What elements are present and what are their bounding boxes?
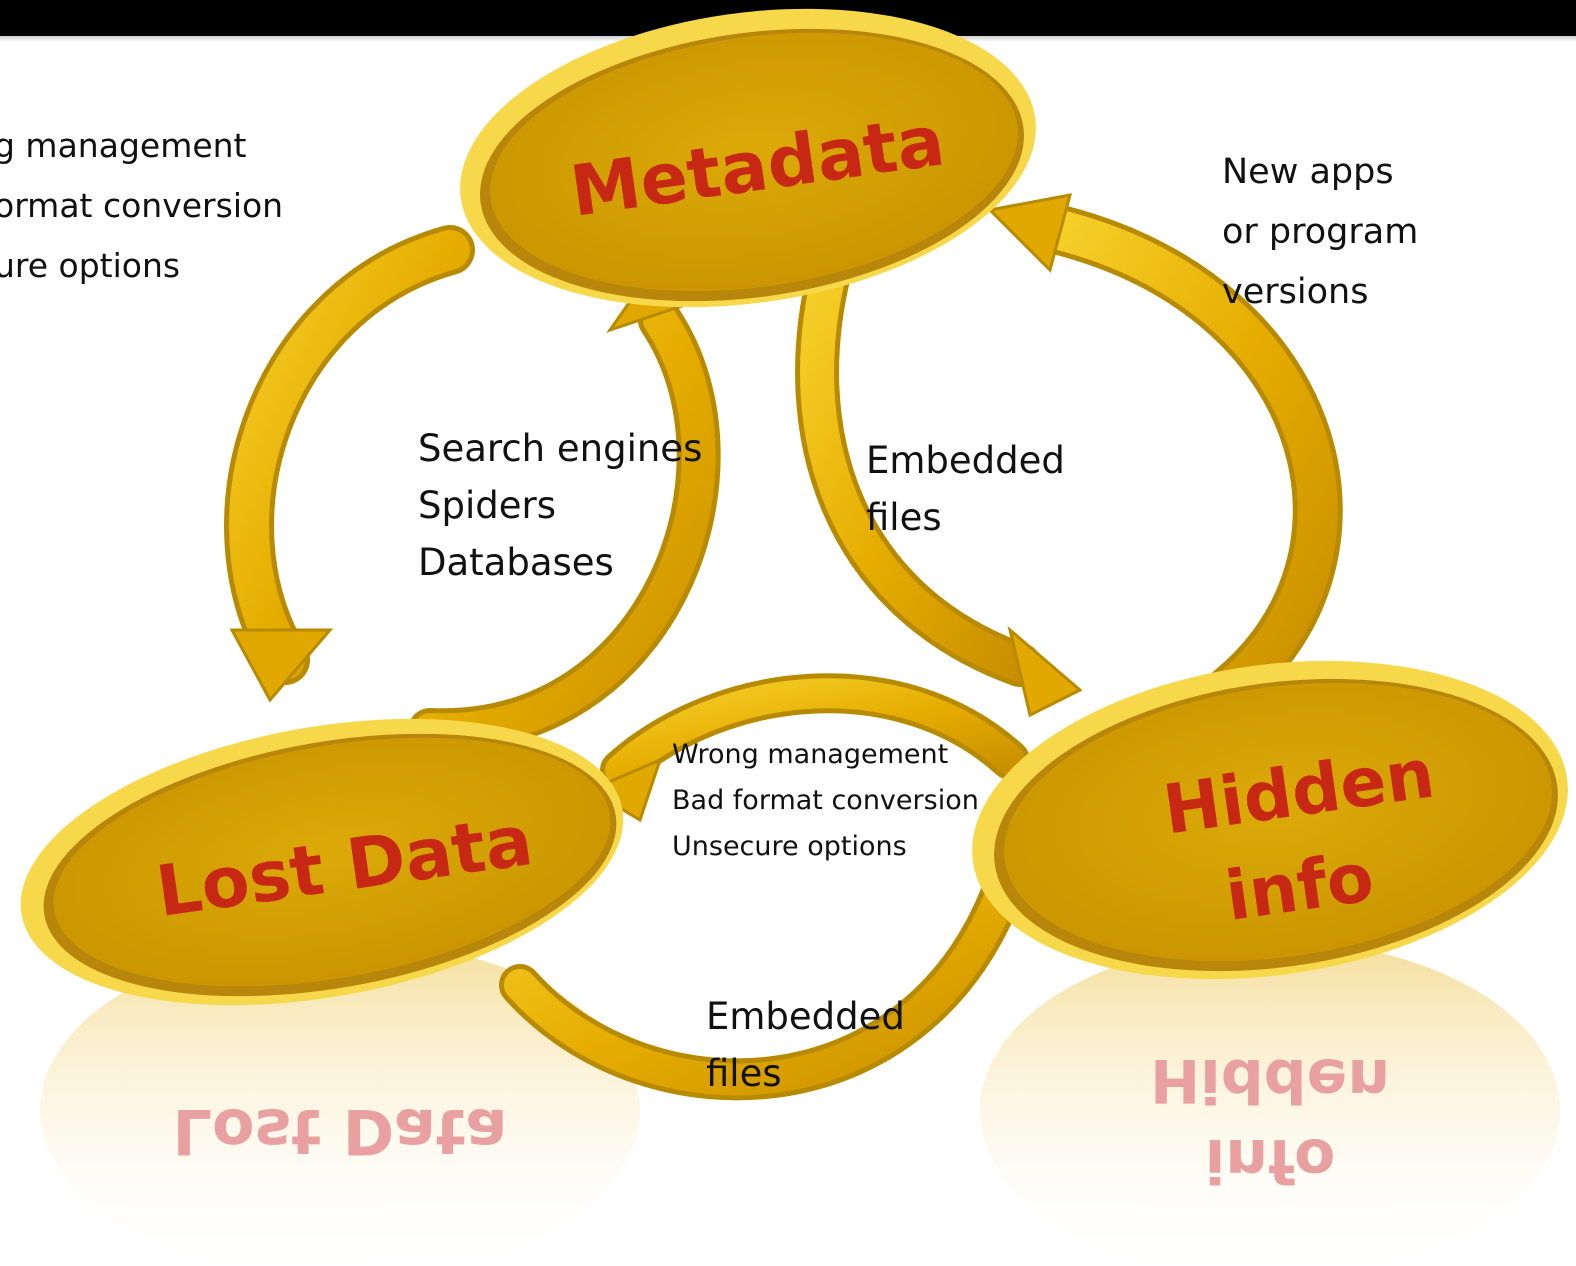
arrow-hidden-info-to-metadata	[986, 193, 1343, 715]
label-search-engines: Search engines Spiders Databases	[418, 420, 702, 591]
label-line: Databases	[418, 541, 614, 584]
label-line: Unsecure options	[672, 831, 907, 862]
reflection-hidden-info-text-1: info	[1205, 1125, 1336, 1195]
label-line: New apps	[1222, 152, 1394, 192]
label-embedded-files-bottom: Embedded files	[706, 988, 905, 1102]
label-line: g management	[0, 126, 247, 165]
label-line: Search engines	[418, 427, 703, 470]
label-line: Bad format conversion	[672, 785, 979, 816]
label-line: Embedded	[706, 995, 905, 1038]
label-line: ormat conversion	[0, 186, 284, 225]
node-lost-data: Lost Data	[20, 718, 624, 1006]
arrow-metadata-to-lost-data	[224, 225, 475, 703]
label-embedded-files-right: Embedded files	[866, 432, 1065, 546]
label-middle-causes: Wrong management Bad format conversion U…	[672, 732, 979, 870]
label-line: versions	[1222, 272, 1369, 312]
label-line: or program	[1222, 212, 1419, 252]
label-new-apps: New apps or program versions	[1222, 142, 1418, 322]
reflection-lost-data-text: Lost Data	[172, 1095, 507, 1168]
label-top-left-causes: g management ormat conversion ure option…	[0, 116, 283, 296]
label-line: files	[866, 496, 942, 539]
label-line: files	[706, 1052, 782, 1095]
label-line: ure options	[0, 246, 181, 285]
arrow-metadata-to-hidden-info	[795, 248, 1083, 718]
label-line: Embedded	[866, 439, 1065, 482]
node-hidden-info: Hidden info	[972, 660, 1568, 980]
reflection-lost-data: Lost Data	[40, 940, 640, 1266]
label-line: Spiders	[418, 484, 556, 527]
label-line: Wrong management	[672, 739, 949, 770]
reflection-hidden-info: info Hidden	[980, 940, 1560, 1266]
reflection-hidden-info-text-2: Hidden	[1150, 1045, 1390, 1115]
arrow-hidden-info-to-lost-data	[586, 673, 1030, 823]
node-metadata: Metadata	[460, 8, 1036, 308]
